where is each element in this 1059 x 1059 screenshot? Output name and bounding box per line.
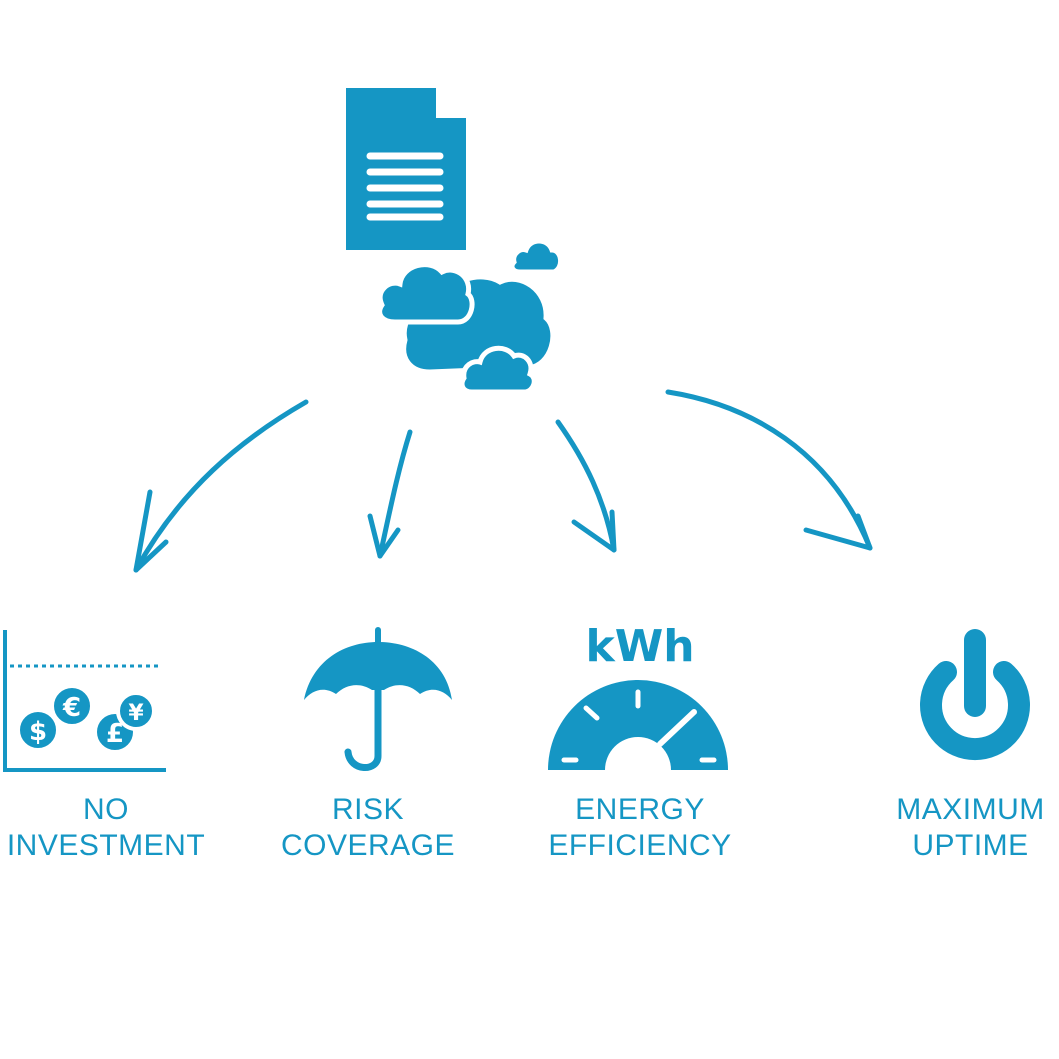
umbrella-icon bbox=[304, 627, 452, 771]
pound-symbol: £ bbox=[106, 719, 124, 749]
dollar-symbol: $ bbox=[29, 717, 47, 747]
euro-symbol: € bbox=[62, 693, 81, 723]
gauge-icon bbox=[548, 680, 728, 770]
arrows bbox=[133, 389, 873, 573]
arrow-to-risk bbox=[367, 429, 413, 559]
yen-symbol: ¥ bbox=[128, 701, 144, 726]
label-maximum-uptime: MAXIMUM UPTIME bbox=[882, 792, 1059, 864]
document-icon bbox=[346, 88, 466, 250]
arrow-to-energy bbox=[555, 419, 617, 553]
currency-chart-icon: $ € £ ¥ bbox=[3, 630, 166, 772]
power-icon bbox=[920, 629, 1030, 761]
arrow-to-investment bbox=[133, 399, 309, 573]
cloud-cluster-icon bbox=[377, 238, 563, 395]
label-line-2: UPTIME bbox=[912, 829, 1029, 862]
label-energy-efficiency: ENERGY EFFICIENCY bbox=[540, 792, 740, 864]
label-line-1: ENERGY bbox=[575, 793, 705, 826]
label-no-investment: NO INVESTMENT bbox=[0, 792, 212, 864]
label-line-2: COVERAGE bbox=[280, 829, 456, 862]
label-line-1: RISK bbox=[331, 793, 405, 826]
arrow-to-uptime bbox=[665, 389, 873, 551]
kwh-unit-label: kWh bbox=[585, 621, 695, 672]
label-line-2: EFFICIENCY bbox=[548, 829, 732, 862]
label-line-1: NO bbox=[83, 793, 129, 826]
label-risk-coverage: RISK COVERAGE bbox=[270, 792, 466, 864]
label-line-2: INVESTMENT bbox=[6, 829, 206, 862]
label-line-1: MAXIMUM bbox=[896, 793, 1045, 826]
